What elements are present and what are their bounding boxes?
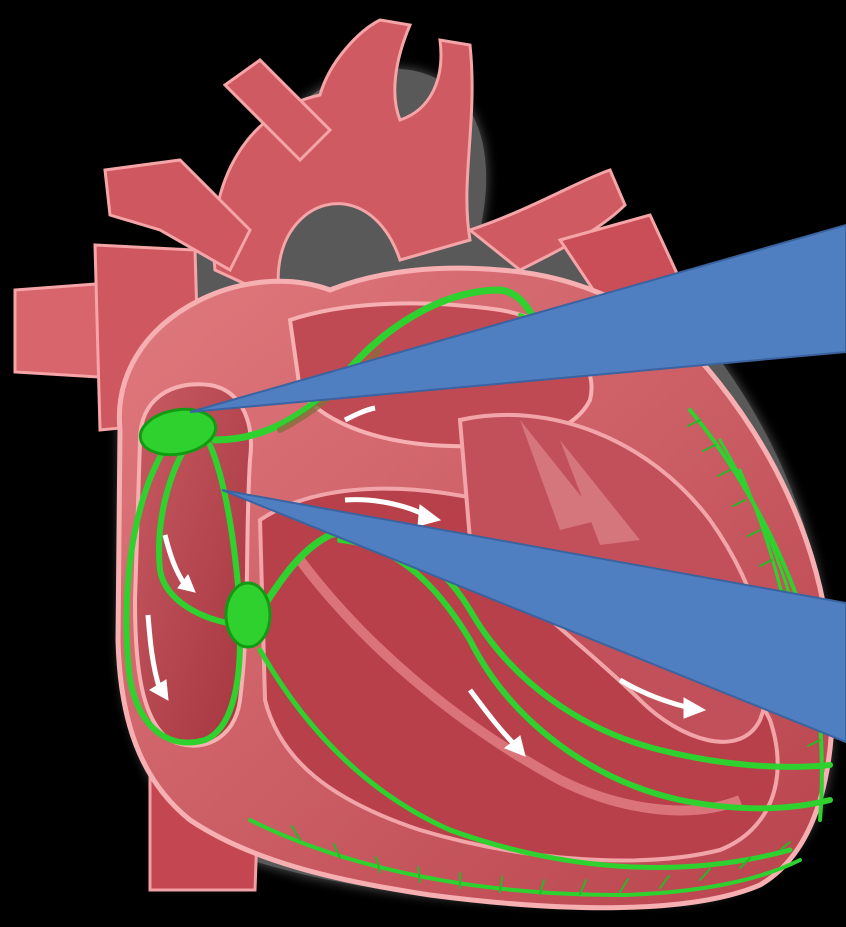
av-node	[226, 583, 270, 647]
